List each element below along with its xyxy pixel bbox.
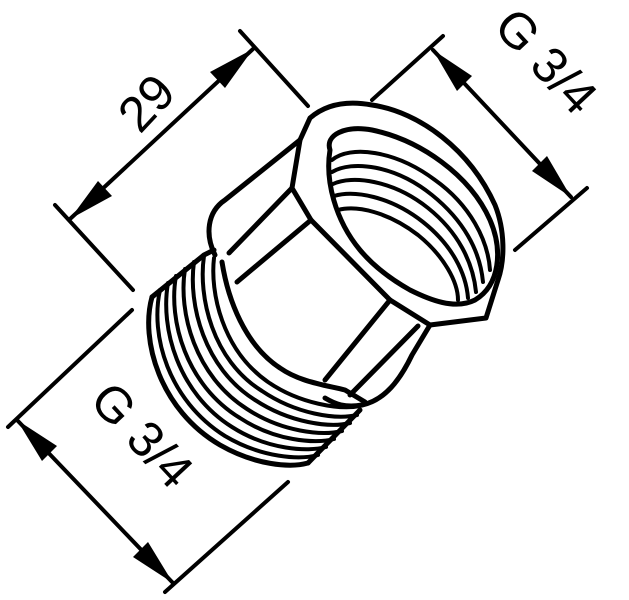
- dimension-label-thread-male: G 3/4: [80, 371, 204, 499]
- arrowhead-icon: [17, 420, 57, 461]
- extension-line-right: [163, 480, 290, 594]
- extension-line-left: [6, 308, 134, 429]
- dimension-label-length: 29: [107, 64, 186, 143]
- arrowhead-icon: [70, 181, 112, 219]
- arrowhead-icon: [532, 156, 571, 197]
- extension-line-left: [53, 203, 135, 292]
- arrowhead-icon: [433, 50, 472, 91]
- arrowhead-icon: [133, 542, 173, 583]
- male-thread-section: [146, 247, 368, 468]
- hex-nut-body: [206, 100, 506, 409]
- extension-line-right: [238, 29, 310, 108]
- dimension-label-thread-female: G 3/4: [484, 0, 608, 125]
- extension-line-top: [370, 34, 445, 102]
- female-thread-opening: [326, 126, 501, 307]
- dimension-thread-male: G 3/4: [6, 308, 290, 594]
- extension-line-bottom: [513, 186, 589, 252]
- arrowhead-icon: [210, 49, 253, 88]
